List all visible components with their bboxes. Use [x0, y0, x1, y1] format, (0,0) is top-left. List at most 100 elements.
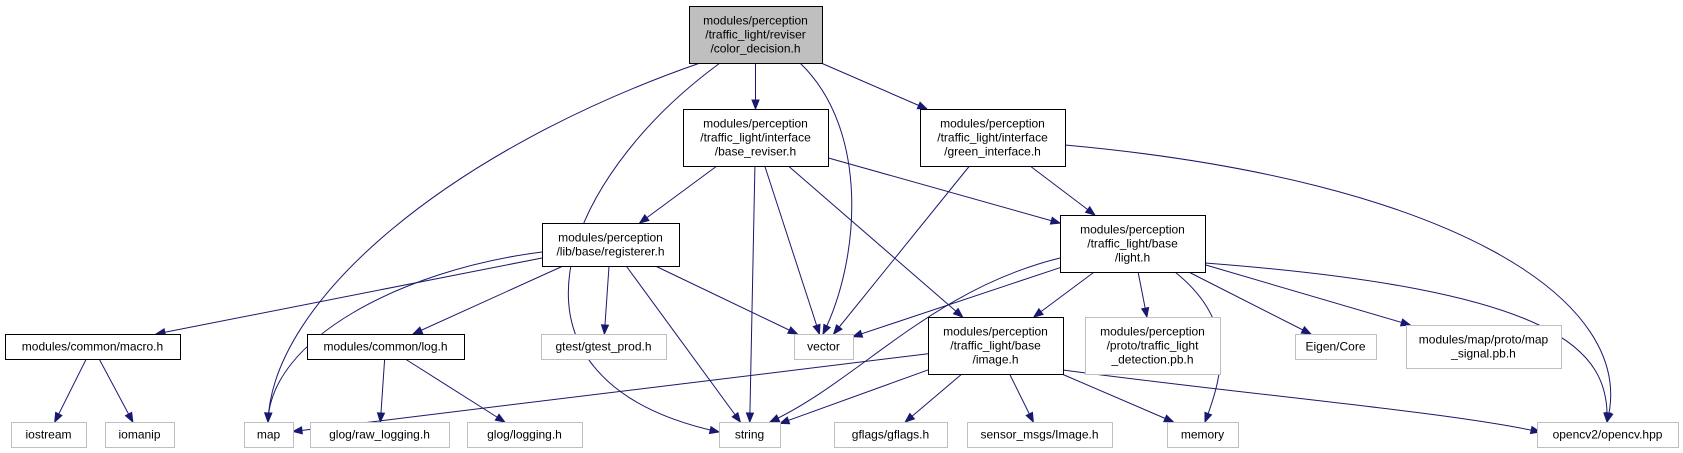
- arrowhead: [1084, 205, 1096, 216]
- node-box: [542, 223, 680, 267]
- node-sensor-msgs-image: sensor_msgs/Image.h: [967, 422, 1113, 448]
- edge-image-to-string: [778, 369, 929, 425]
- arrowhead: [1140, 306, 1150, 319]
- node-label-line: modules/perception: [1100, 325, 1205, 339]
- node-label-line: /lib/base/registerer.h: [556, 245, 664, 259]
- edge-line: [54, 358, 87, 423]
- edge-registerer-to-log: [411, 265, 564, 335]
- node-eigen-core: Eigen/Core: [1295, 334, 1377, 360]
- edge-line: [625, 265, 741, 423]
- arrowhead: [54, 411, 63, 424]
- arrowhead: [851, 329, 864, 338]
- edge-line: [1061, 373, 1174, 423]
- arrowhead: [952, 307, 964, 318]
- node-label-line: modules/common/log.h: [323, 340, 447, 354]
- arrowhead: [376, 412, 386, 424]
- node-gtest-prod: gtest/gtest_prod.h: [541, 334, 667, 360]
- arrowhead: [1163, 414, 1175, 423]
- edges-layer: [54, 62, 1614, 435]
- arrowhead: [1032, 307, 1044, 318]
- edge-light-to-string: [768, 257, 1061, 423]
- edge-line: [267, 62, 701, 423]
- node-base-reviser[interactable]: modules/perception/traffic_light/interfa…: [683, 109, 829, 167]
- node-box: [310, 422, 450, 448]
- edge-color_decision-to-vector: [799, 62, 853, 336]
- edge-base_reviser-to-image: [788, 165, 964, 318]
- node-iomanip: iomanip: [105, 422, 175, 448]
- node-box: [1060, 215, 1206, 273]
- arrowhead: [832, 323, 843, 336]
- node-vector: vector: [794, 334, 854, 360]
- edge-color_decision-to-string: [567, 62, 721, 435]
- edge-base_reviser-to-light: [827, 157, 1062, 225]
- arrowhead: [1603, 412, 1612, 424]
- arrowhead: [600, 324, 610, 336]
- node-label-line: modules/perception: [558, 231, 663, 245]
- edge-log-to-glog_raw_logging: [376, 358, 386, 424]
- node-green-interface[interactable]: modules/perception/traffic_light/interfa…: [920, 109, 1066, 167]
- edge-line: [820, 62, 928, 110]
- edge-light-to-map_signal_pb: [1204, 264, 1412, 327]
- edge-line: [98, 358, 134, 423]
- arrowhead: [638, 213, 650, 224]
- node-label-line: gtest/gtest_prod.h: [555, 340, 651, 354]
- edge-line: [412, 265, 564, 335]
- node-label-line: map: [257, 428, 281, 442]
- node-box: [1295, 334, 1377, 360]
- edge-line: [1064, 144, 1612, 423]
- node-label-line: /traffic_light/reviser: [705, 28, 805, 42]
- node-light[interactable]: modules/perception/traffic_light/base/li…: [1060, 215, 1206, 273]
- edge-macro-to-iostream: [54, 358, 87, 424]
- edge-line: [1029, 165, 1096, 216]
- node-label-line: /traffic_light/base: [950, 339, 1041, 353]
- node-label-line: /light.h: [1115, 251, 1150, 265]
- arrowhead: [411, 326, 424, 335]
- node-box: [1167, 422, 1239, 448]
- node-box: [683, 109, 829, 167]
- node-label-line: Eigen/Core: [1305, 340, 1365, 354]
- node-label-line: iostream: [25, 428, 71, 442]
- node-log[interactable]: modules/common/log.h: [307, 334, 465, 360]
- node-glog-raw-logging: glog/raw_logging.h: [310, 422, 450, 448]
- node-label-line: /image.h: [972, 353, 1018, 367]
- node-tl-detection-pb: modules/perception/proto/traffic_light_d…: [1085, 317, 1221, 375]
- node-box: [467, 422, 583, 448]
- edge-registerer-to-map: [264, 251, 543, 424]
- edge-light-to-vector: [851, 267, 1061, 338]
- node-box: [689, 6, 823, 64]
- edge-base_reviser-to-string: [745, 165, 756, 424]
- node-label-line: memory: [1181, 428, 1224, 442]
- node-registerer[interactable]: modules/perception/lib/base/registerer.h: [542, 223, 680, 267]
- arrowhead: [916, 101, 929, 110]
- node-box: [11, 422, 87, 448]
- edge-line: [852, 267, 1061, 338]
- edge-registerer-to-gtest_prod: [600, 265, 610, 336]
- edge-line: [1204, 264, 1411, 326]
- node-label-line: iomanip: [118, 428, 160, 442]
- node-box: [719, 422, 781, 448]
- node-box: [244, 422, 294, 448]
- arrowhead: [708, 425, 721, 435]
- edge-line: [904, 373, 963, 423]
- edge-light-to-image: [1032, 271, 1095, 318]
- edge-base_reviser-to-vector: [764, 165, 821, 336]
- edge-line: [779, 369, 929, 424]
- node-image[interactable]: modules/perception/traffic_light/base/im…: [928, 317, 1064, 375]
- node-label-line: glog/raw_logging.h: [329, 428, 430, 442]
- node-box: [541, 334, 667, 360]
- edge-line: [155, 257, 543, 335]
- node-memory: memory: [1167, 422, 1239, 448]
- edge-line: [749, 165, 756, 423]
- arrowhead: [1399, 318, 1412, 327]
- node-map-signal-pb: modules/map/proto/map_signal.pb.h: [1406, 325, 1562, 369]
- arrowhead: [1300, 325, 1313, 335]
- node-label-line: gflags/gflags.h: [852, 428, 929, 442]
- node-color-decision[interactable]: modules/perception/traffic_light/reviser…: [689, 6, 823, 64]
- node-macro[interactable]: modules/common/macro.h: [5, 334, 181, 360]
- node-label-line: glog/logging.h: [487, 428, 562, 442]
- arrowhead: [291, 426, 303, 435]
- node-label-line: modules/perception: [940, 117, 1045, 131]
- node-box: [5, 334, 181, 360]
- node-label-line: modules/map/proto/map: [1419, 333, 1549, 347]
- node-label-line: modules/perception: [943, 325, 1048, 339]
